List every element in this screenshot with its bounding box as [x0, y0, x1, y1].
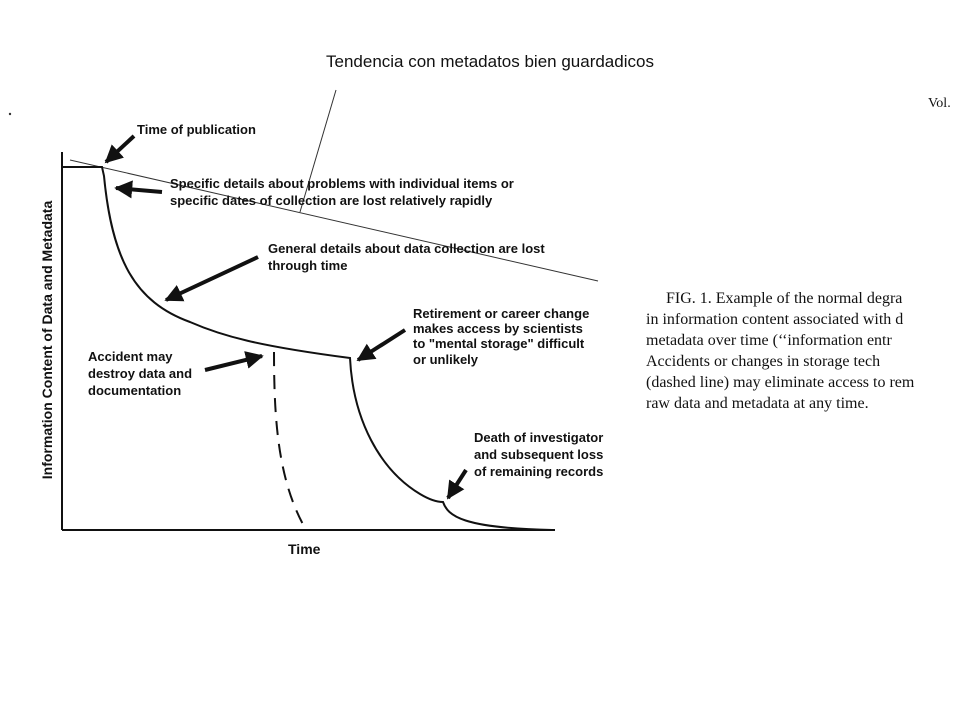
arrow-accident — [204, 351, 264, 372]
annotation-specific-line2: specific dates of collection are lost re… — [170, 193, 493, 208]
caption-line-3: metadata over time (‘‘information entr — [646, 332, 892, 349]
annotation-retirement-line3: to "mental storage" difficult — [413, 336, 585, 351]
annotation-specific-line1: Specific details about problems with ind… — [170, 176, 514, 191]
x-axis-label: Time — [288, 541, 321, 557]
y-axis-label: Information Content of Data and Metadata — [39, 201, 55, 480]
information-decay-curve — [62, 166, 553, 531]
annotation-death-line1: Death of investigator — [474, 430, 603, 445]
scan-speck — [8, 112, 12, 116]
annotation-publication: Time of publication — [137, 122, 256, 137]
annotation-accident-line1: Accident may — [88, 349, 173, 364]
accident-dashed-curve — [273, 351, 306, 529]
overlay-pointer-line — [299, 89, 337, 213]
annotation-general-line1: General details about data collection ar… — [268, 241, 545, 256]
header-fragment: Vol. — [928, 96, 951, 111]
annotation-general-line2: through time — [268, 258, 347, 273]
arrow-general — [164, 255, 259, 302]
annotation-retirement-line1: Retirement or career change — [413, 306, 589, 321]
caption-line-5: (dashed line) may eliminate access to re… — [646, 374, 915, 391]
arrow-publication — [104, 134, 136, 164]
annotation-death-line3: of remaining records — [474, 464, 603, 479]
figure-caption: FIG. 1. Example of the normal degra in i… — [646, 290, 915, 412]
arrow-retirement — [356, 328, 407, 362]
arrow-specific — [114, 180, 163, 199]
annotation-accident-line3: documentation — [88, 383, 181, 398]
caption-line-4: Accidents or changes in storage tech — [646, 353, 880, 370]
caption-line-6: raw data and metadata at any time. — [646, 395, 869, 412]
caption-line-1: FIG. 1. Example of the normal degra — [666, 290, 902, 307]
annotation-retirement-line4: or unlikely — [413, 352, 479, 367]
caption-line-2: in information content associated with d — [646, 311, 903, 328]
overlay-label: Tendencia con metadatos bien guardadicos — [326, 52, 654, 71]
annotation-retirement-line2: makes access by scientists — [413, 321, 583, 336]
annotation-death-line2: and subsequent loss — [474, 447, 603, 462]
annotation-accident-line2: destroy data and — [88, 366, 192, 381]
trend-line — [69, 159, 599, 282]
arrow-death — [446, 468, 468, 500]
